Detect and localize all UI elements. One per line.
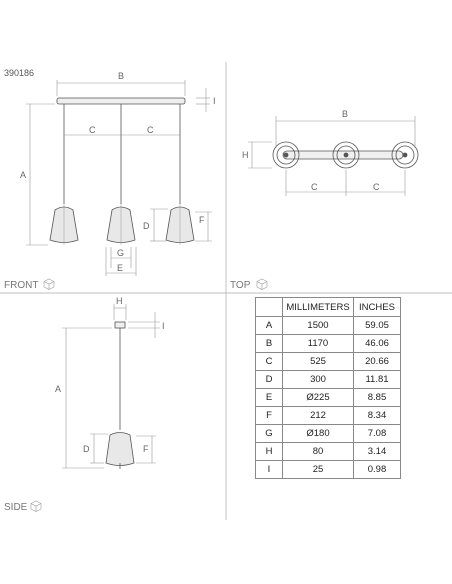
top-shade-left [272, 141, 300, 169]
cube-side-icon [30, 500, 42, 512]
row-label: E [255, 388, 283, 407]
row-millimeters: 1170 [282, 334, 354, 353]
row-label: F [255, 406, 283, 425]
row-millimeters: 25 [282, 460, 354, 479]
table-row: B 1170 46.06 [255, 334, 401, 353]
dim-label-c-top-left: C [311, 182, 318, 192]
table-header-cell [255, 297, 283, 317]
dim-label-c-top-right: C [373, 182, 380, 192]
dim-label-h-top: H [242, 150, 249, 160]
dim-label-i-side: I [162, 321, 165, 331]
top-shade-middle [332, 141, 360, 169]
row-label: C [255, 352, 283, 371]
row-inches: 11.81 [353, 370, 401, 389]
table-row: I 25 0.98 [255, 460, 401, 479]
table-row: H 80 3.14 [255, 442, 401, 461]
dim-label-i-front: I [213, 96, 216, 106]
row-label: I [255, 460, 283, 479]
table-header-inches: INCHES [353, 297, 401, 317]
cube-top-icon [256, 278, 268, 290]
row-inches: 20.66 [353, 352, 401, 371]
cube-front-icon [43, 278, 55, 290]
table-row: E Ø225 8.85 [255, 388, 401, 407]
table-header-millimeters: MILLIMETERS [282, 297, 354, 317]
view-label-front: FRONT [4, 280, 38, 291]
top-view [272, 141, 419, 169]
table-row: A 1500 59.05 [255, 316, 401, 335]
row-inches: 7.08 [353, 424, 401, 443]
row-millimeters: Ø225 [282, 388, 354, 407]
side-canopy [114, 321, 126, 329]
row-millimeters: Ø180 [282, 424, 354, 443]
view-label-side: SIDE [4, 502, 28, 513]
view-label-top: TOP [230, 280, 251, 291]
shade-left [49, 204, 79, 245]
dim-label-f-front: F [199, 215, 205, 225]
dim-label-g-front: G [117, 248, 124, 258]
side-shade [105, 432, 135, 469]
row-inches: 0.98 [353, 460, 401, 479]
top-shade-right [391, 141, 419, 169]
dim-label-c-left: C [89, 125, 96, 135]
dim-label-d-front: D [143, 221, 150, 231]
row-millimeters: 1500 [282, 316, 354, 335]
dim-label-e-front: E [117, 263, 123, 273]
row-inches: 8.34 [353, 406, 401, 425]
row-millimeters: 300 [282, 370, 354, 389]
canopy-bar [56, 97, 186, 105]
row-inches: 3.14 [353, 442, 401, 461]
row-label: G [255, 424, 283, 443]
row-label: A [255, 316, 283, 335]
row-millimeters: 80 [282, 442, 354, 461]
dimension-table: MILLIMETERS INCHES A 1500 59.05 B 1170 4… [255, 297, 401, 479]
row-label: H [255, 442, 283, 461]
dim-label-a-side: A [55, 384, 61, 394]
table-header-row: MILLIMETERS INCHES [255, 297, 401, 317]
dim-label-h-side: H [116, 296, 123, 306]
table-row: C 525 20.66 [255, 352, 401, 371]
side-view [105, 321, 135, 469]
row-inches: 8.85 [353, 388, 401, 407]
dim-label-d-side: D [83, 444, 90, 454]
table-row: G Ø180 7.08 [255, 424, 401, 443]
dim-label-f-side: F [143, 444, 149, 454]
row-millimeters: 212 [282, 406, 354, 425]
row-inches: 59.05 [353, 316, 401, 335]
top-canopy-bar [282, 150, 404, 160]
dim-label-c-right: C [147, 125, 154, 135]
row-millimeters: 525 [282, 352, 354, 371]
shade-right [165, 204, 195, 245]
table-row: F 212 8.34 [255, 406, 401, 425]
row-inches: 46.06 [353, 334, 401, 353]
dim-label-b-front: B [118, 71, 124, 81]
row-label: B [255, 334, 283, 353]
side-dimensions [62, 304, 160, 469]
row-label: D [255, 370, 283, 389]
front-dimensions [26, 80, 212, 276]
top-dimensions [248, 116, 416, 196]
table-row: D 300 11.81 [255, 370, 401, 389]
shade-middle [106, 204, 136, 245]
dim-label-a-front: A [20, 170, 26, 180]
product-code: 390186 [4, 68, 34, 78]
front-view [49, 97, 195, 245]
dim-label-b-top: B [342, 109, 348, 119]
